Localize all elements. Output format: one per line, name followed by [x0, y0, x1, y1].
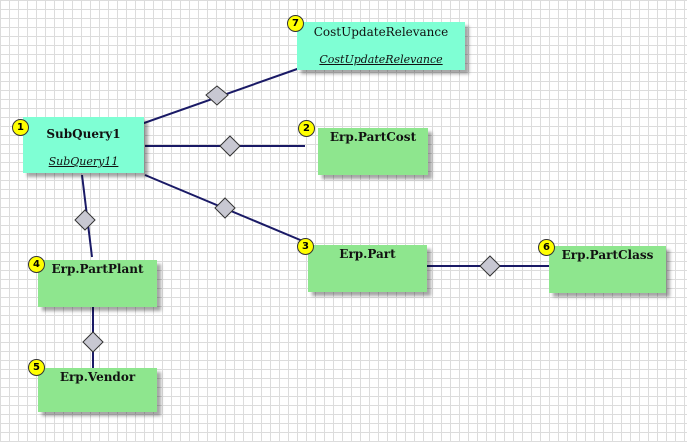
- join-link-3-6[interactable]: [427, 255, 549, 277]
- join-diamond-icon[interactable]: [214, 197, 236, 219]
- join-diamond-icon[interactable]: [205, 85, 229, 106]
- table-node-erp-partplant[interactable]: Erp.PartPlant: [38, 260, 157, 307]
- join-link-1-4[interactable]: [74, 174, 96, 258]
- node-number-badge: 7: [287, 15, 304, 32]
- node-title: Erp.PartPlant: [51, 262, 144, 276]
- node-number-badge: 4: [28, 256, 45, 273]
- join-link-1-7[interactable]: [129, 67, 301, 129]
- join-diamond-icon[interactable]: [479, 255, 501, 277]
- table-node-erp-part[interactable]: Erp.Part: [308, 245, 427, 292]
- node-number-badge: 2: [298, 120, 315, 137]
- join-diamond-icon[interactable]: [74, 209, 96, 231]
- table-node-erp-partclass[interactable]: Erp.PartClass: [549, 246, 666, 293]
- node-title: SubQuery1: [46, 127, 121, 141]
- node-number-badge: 6: [538, 239, 555, 256]
- join-link-4-5[interactable]: [82, 307, 104, 370]
- node-number-badge: 3: [297, 238, 314, 255]
- node-number-badge: 5: [28, 359, 45, 376]
- join-link-1-2[interactable]: [145, 135, 305, 157]
- node-title: Erp.Vendor: [59, 370, 136, 384]
- table-node-erp-partcost[interactable]: Erp.PartCost: [318, 128, 428, 175]
- node-title: Erp.PartCost: [329, 130, 417, 144]
- node-title: Erp.Part: [339, 247, 396, 261]
- node-number-badge: 1: [12, 119, 29, 136]
- node-title: Erp.PartClass: [561, 248, 654, 262]
- table-node-erp-vendor[interactable]: Erp.Vendor: [38, 368, 157, 412]
- query-node-costupdaterelevance[interactable]: CostUpdateRelevance CostUpdateRelevance: [297, 22, 465, 70]
- join-link-1-3[interactable]: [144, 174, 306, 243]
- node-alias-link[interactable]: CostUpdateRelevance: [319, 53, 443, 66]
- join-diamond-icon[interactable]: [82, 331, 104, 353]
- node-alias-link[interactable]: SubQuery11: [48, 155, 119, 168]
- node-title: CostUpdateRelevance: [313, 25, 449, 39]
- query-node-subquery1[interactable]: SubQuery1 SubQuery11: [23, 117, 144, 173]
- join-diamond-icon[interactable]: [219, 135, 241, 157]
